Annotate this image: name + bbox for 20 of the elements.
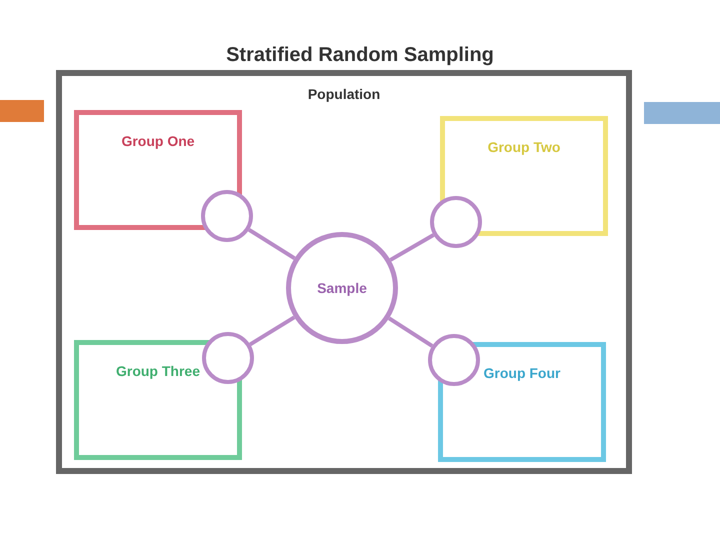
sample-unit-circle bbox=[202, 332, 254, 384]
group-box bbox=[438, 342, 606, 462]
sample-unit-circle bbox=[201, 190, 253, 242]
group-heading: Group Two bbox=[486, 139, 562, 155]
circle-label: Sample bbox=[317, 280, 367, 296]
connector-line bbox=[249, 316, 296, 346]
connector-line bbox=[389, 233, 434, 262]
group-box bbox=[74, 110, 242, 230]
group-heading: Group One bbox=[120, 133, 196, 149]
group-box bbox=[74, 340, 242, 460]
group-heading: Group Three bbox=[114, 363, 201, 379]
connector-line bbox=[388, 316, 434, 348]
sample-unit-circle bbox=[428, 334, 480, 386]
population-box bbox=[56, 70, 632, 474]
diagram-title: Stratified Random Sampling bbox=[225, 44, 495, 67]
population-heading: Population bbox=[306, 86, 382, 102]
sample-unit-circle bbox=[430, 196, 482, 248]
group-box bbox=[440, 116, 608, 236]
group-heading: Group Four bbox=[482, 365, 562, 381]
connector-line bbox=[248, 228, 296, 260]
